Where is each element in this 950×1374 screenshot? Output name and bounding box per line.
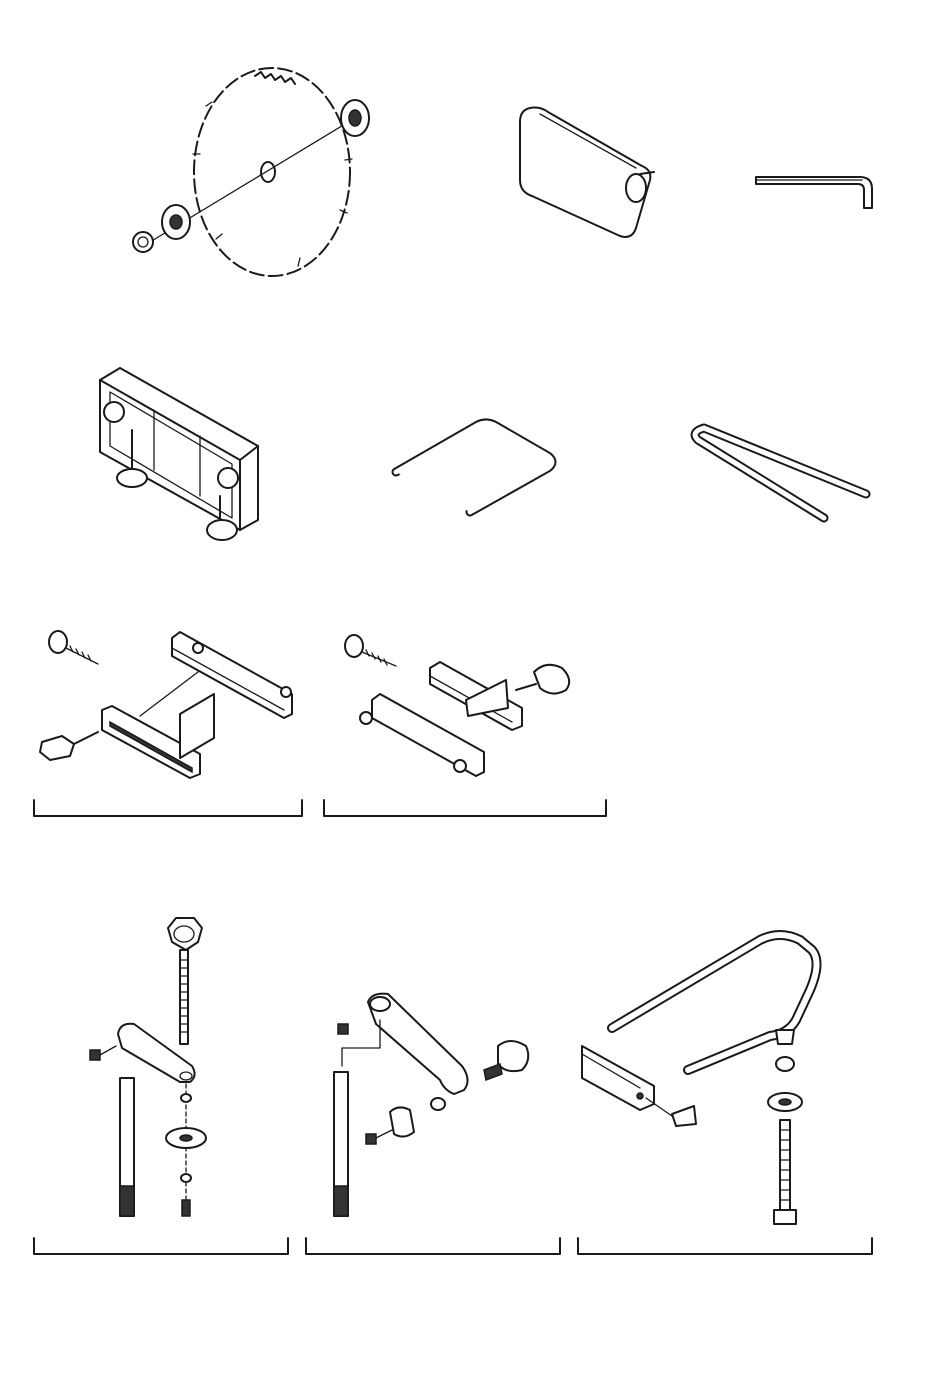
saw-blade-icon	[133, 68, 369, 276]
u-rod-icon	[695, 428, 866, 518]
fence-block-icon	[100, 368, 258, 540]
clamp-icon	[306, 994, 560, 1254]
frame-icon	[578, 935, 872, 1254]
miter-gauge-icon	[324, 635, 606, 816]
hex-wrench-icon	[756, 177, 872, 208]
blade-guard-icon	[520, 108, 654, 238]
miter-gauge-icon	[34, 631, 302, 816]
u-rod-icon	[396, 423, 552, 512]
clamp-icon	[34, 918, 288, 1254]
